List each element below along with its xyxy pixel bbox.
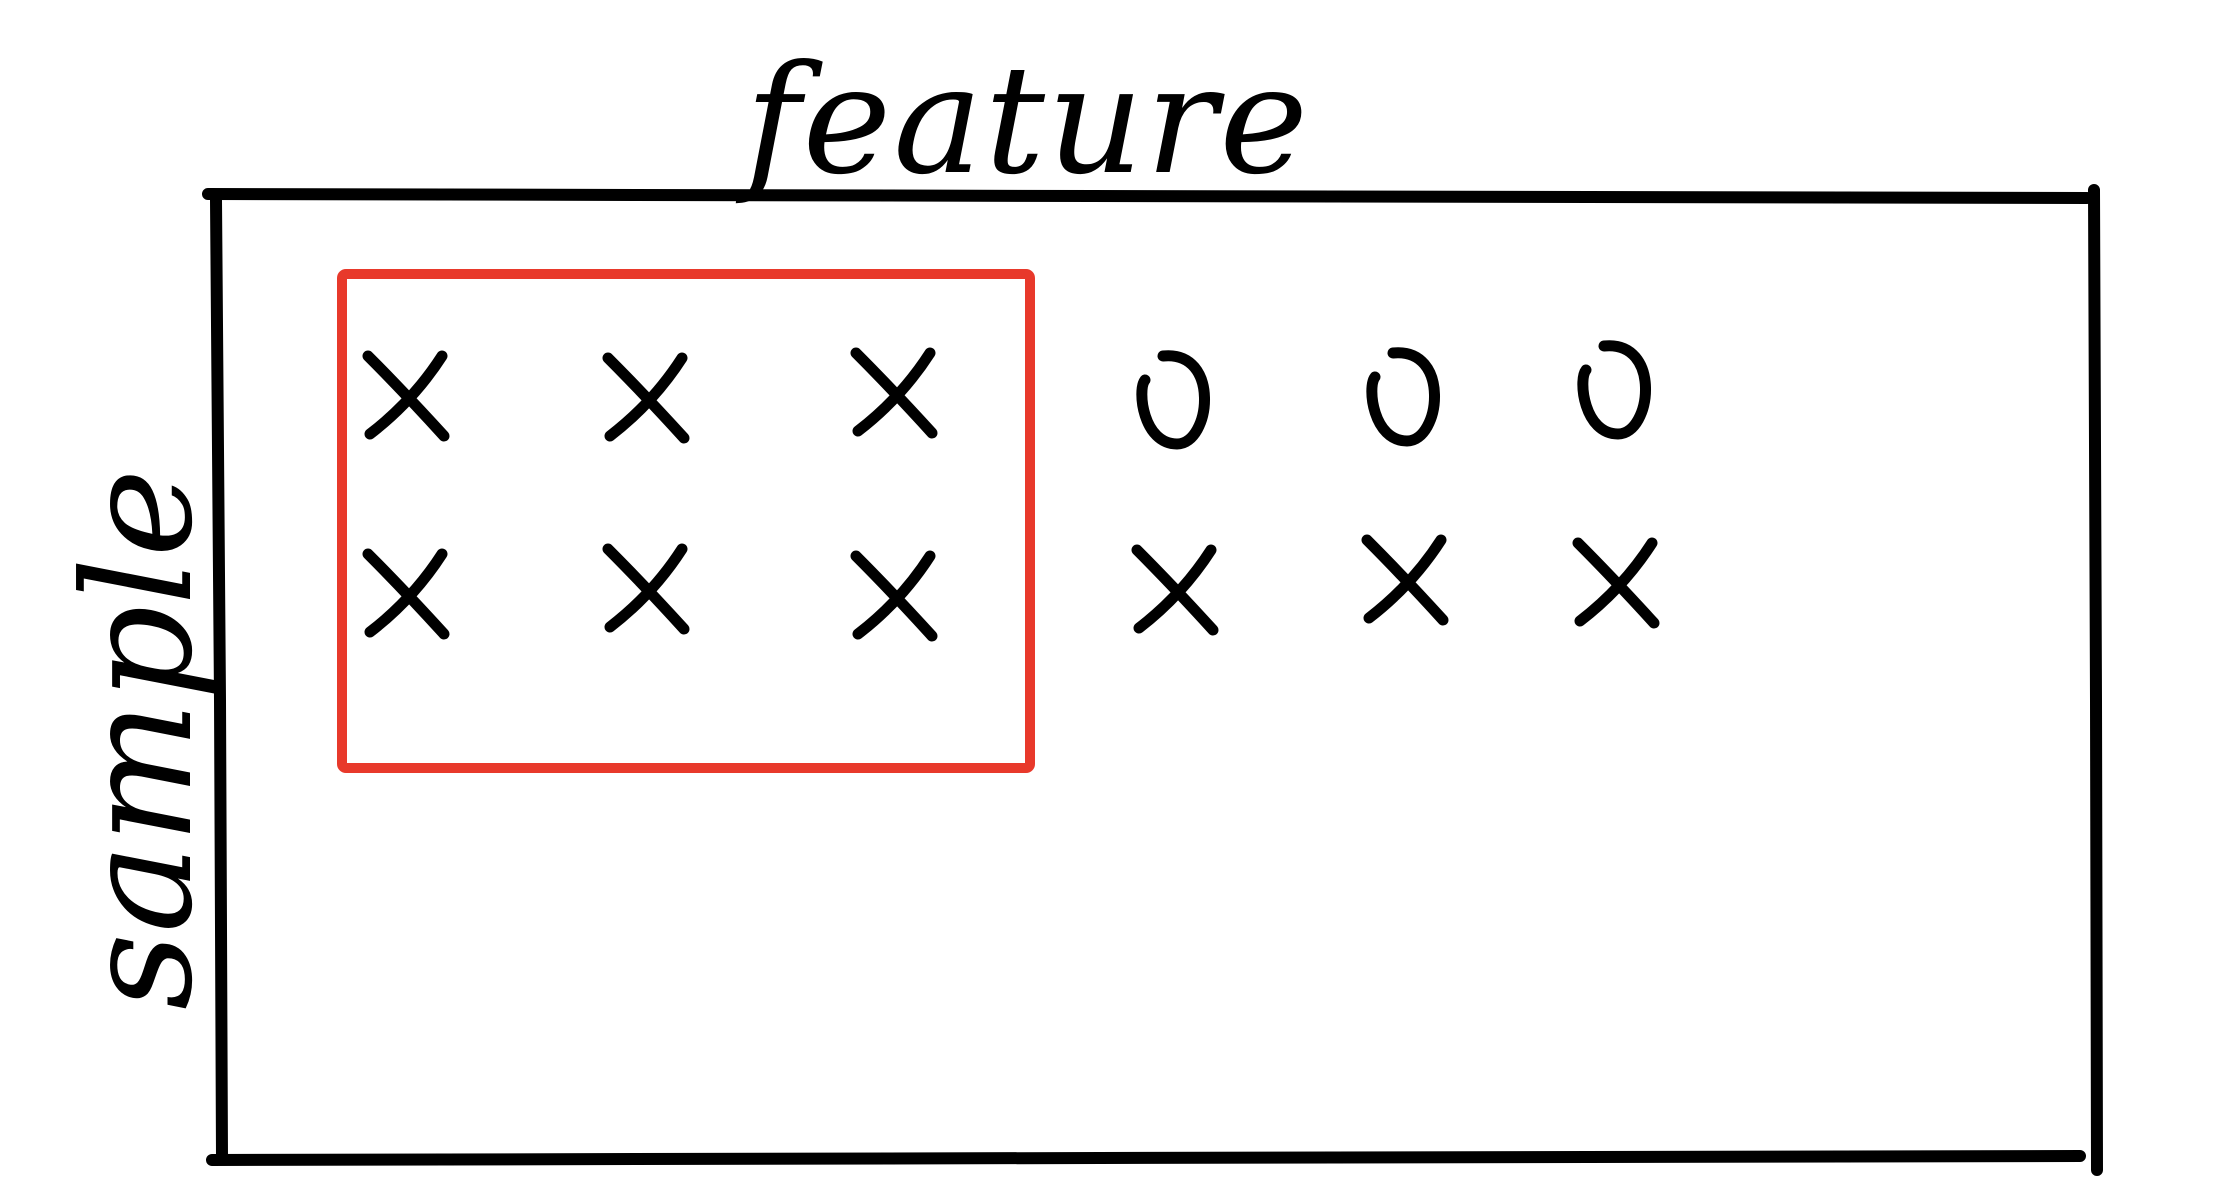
cell-r2-c3-x-mark [850, 550, 938, 642]
frame-bottom-edge [206, 1150, 2086, 1166]
sample-label: sample [52, 469, 226, 1010]
cell-r2-c1-x-mark [362, 548, 450, 640]
matrix-frame [202, 184, 2103, 1176]
cell-r2-c2-x-mark [602, 543, 690, 635]
matrix-cells [362, 340, 1660, 642]
cell-r1-c2-x-mark [602, 352, 690, 444]
cell-r1-c1-x-mark [362, 350, 450, 442]
cell-r1-c4-o-mark [1136, 350, 1210, 450]
cell-r1-c6-o-mark [1577, 340, 1651, 440]
cell-r2-c4-x-mark [1131, 544, 1219, 636]
cell-r2-c5-x-mark [1361, 534, 1449, 626]
cell-r1-c3-x-mark [850, 347, 938, 439]
frame-right-edge [2088, 184, 2103, 1176]
cell-r2-c6-x-mark [1572, 537, 1660, 629]
frame-top-edge [202, 188, 2093, 204]
cell-r1-c5-o-mark [1366, 347, 1440, 447]
frame-left-edge [210, 194, 228, 1164]
feature-title: feature [735, 34, 1310, 208]
highlight-box [337, 269, 1035, 773]
